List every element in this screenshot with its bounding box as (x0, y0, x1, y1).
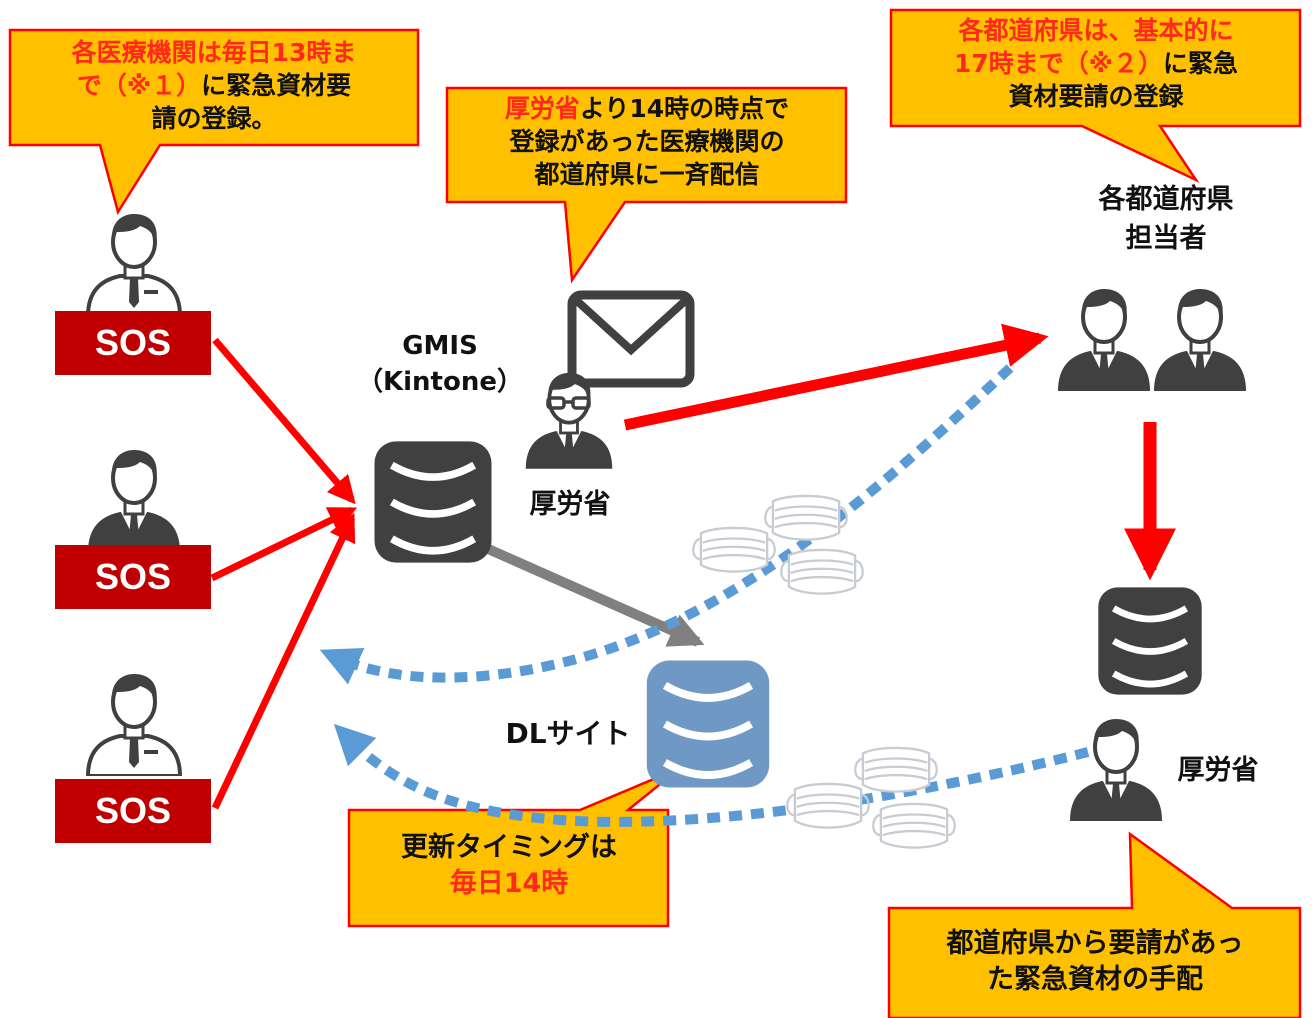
blue-dotted-return-upper (319, 364, 1014, 685)
callout-broadcast-line3: 都道府県に一斉配信 (534, 160, 760, 189)
prefecture-database-icon (1098, 587, 1201, 694)
mask-icon (853, 746, 939, 793)
mhlw-top-label: 厚労省 (529, 489, 611, 520)
mhlw-bottom-person-icon (1070, 719, 1162, 821)
hospital-person-icon (86, 448, 182, 552)
prefecture-officer-icon (1154, 289, 1246, 391)
callout-update-timing-text: 更新タイミングは 毎日14時 (352, 830, 666, 901)
sos-badge: SOS (55, 545, 211, 609)
arrow-gmis-to-dlsite (483, 543, 705, 647)
mask-icon (785, 782, 871, 829)
mail-envelope-icon (567, 290, 695, 388)
prefecture-officer-icon (1058, 289, 1150, 391)
gmis-label: GMIS （Kintone） (350, 328, 530, 401)
gmis-database-icon (375, 441, 492, 562)
callout-broadcast-line1-red: 厚労省 (504, 94, 580, 123)
callout-arrangement-line1: 都道府県から要請があっ (946, 928, 1244, 959)
sos-badge: SOS (55, 779, 211, 843)
callout-hospital (8, 28, 420, 216)
dlsite-database-icon (647, 661, 769, 788)
prefecture-label-line2: 担当者 (1125, 223, 1207, 255)
callout-prefecture-line2: に緊急 (1163, 49, 1239, 78)
mask-group-upper (691, 494, 865, 595)
callout-mhlw-broadcast-text: 厚労省より14時の時点で 登録があった医療機関の 都道府県に一斉配信 (450, 92, 844, 191)
callout-update-line2: 毎日14時 (449, 867, 569, 899)
prefecture-officer-label: 各都道府県 担当者 (1066, 180, 1266, 258)
callout-update-timing (347, 766, 681, 928)
sos-badge: SOS (55, 311, 211, 375)
mask-icon (691, 526, 777, 573)
mask-icon (763, 494, 849, 541)
callout-arrangement-line2: た緊急資材の手配 (987, 963, 1203, 995)
arrow-sos1-to-gmis (212, 337, 356, 505)
hospital-person-icon (86, 212, 182, 316)
gmis-label-line1: GMIS (402, 331, 478, 361)
callout-prefecture-line3: 資材要請の登録 (1008, 82, 1184, 111)
callout-broadcast-line1: より14時の時点で (579, 94, 790, 123)
callout-hospital-line1: 各医療機関は毎日13時ま (71, 38, 357, 67)
mhlw-bottom-label: 厚労省 (1177, 755, 1259, 786)
callout-prefecture (889, 8, 1302, 184)
callout-prefecture-line2-red: 17時まで（※２） (953, 49, 1164, 78)
arrow-sos2-to-gmis (210, 506, 358, 582)
callout-mhlw-broadcast (445, 86, 848, 284)
callout-prefecture-text: 各都道府県は、基本的に 17時まで（※２）に緊急 資材要請の登録 (894, 14, 1298, 113)
prefecture-label-line1: 各都道府県 (1098, 184, 1234, 215)
mask-icon (871, 802, 957, 849)
arrow-mhlw-to-prefecture (623, 323, 1049, 431)
callout-arrangement (887, 831, 1302, 1018)
arrow-sos3-to-gmis (211, 512, 356, 810)
hospital-to-gmis-arrows (210, 337, 358, 810)
blue-dotted-return-lower (333, 723, 1090, 827)
callout-hospital-line2-red: で（※１） (76, 71, 202, 100)
mhlw-officer-icon (523, 370, 615, 470)
callout-hospital-line2: に緊急資材要 (201, 71, 352, 100)
dlsite-label: DLサイト (505, 717, 631, 750)
hospital-person-icon (86, 672, 182, 776)
callout-hospital-text: 各医療機関は毎日13時ま で（※１）に緊急資材要 請の登録。 (16, 36, 412, 135)
callout-prefecture-line1: 各都道府県は、基本的に (958, 16, 1234, 45)
callout-broadcast-line2: 登録があった医療機関の (509, 127, 785, 156)
gmis-label-line2: （Kintone） (356, 367, 523, 398)
callout-hospital-line3: 請の登録。 (151, 104, 277, 133)
mask-icon (779, 548, 865, 595)
callout-update-line1: 更新タイミングは (401, 832, 617, 863)
callout-arrangement-text: 都道府県から要請があっ た緊急資材の手配 (892, 926, 1298, 997)
